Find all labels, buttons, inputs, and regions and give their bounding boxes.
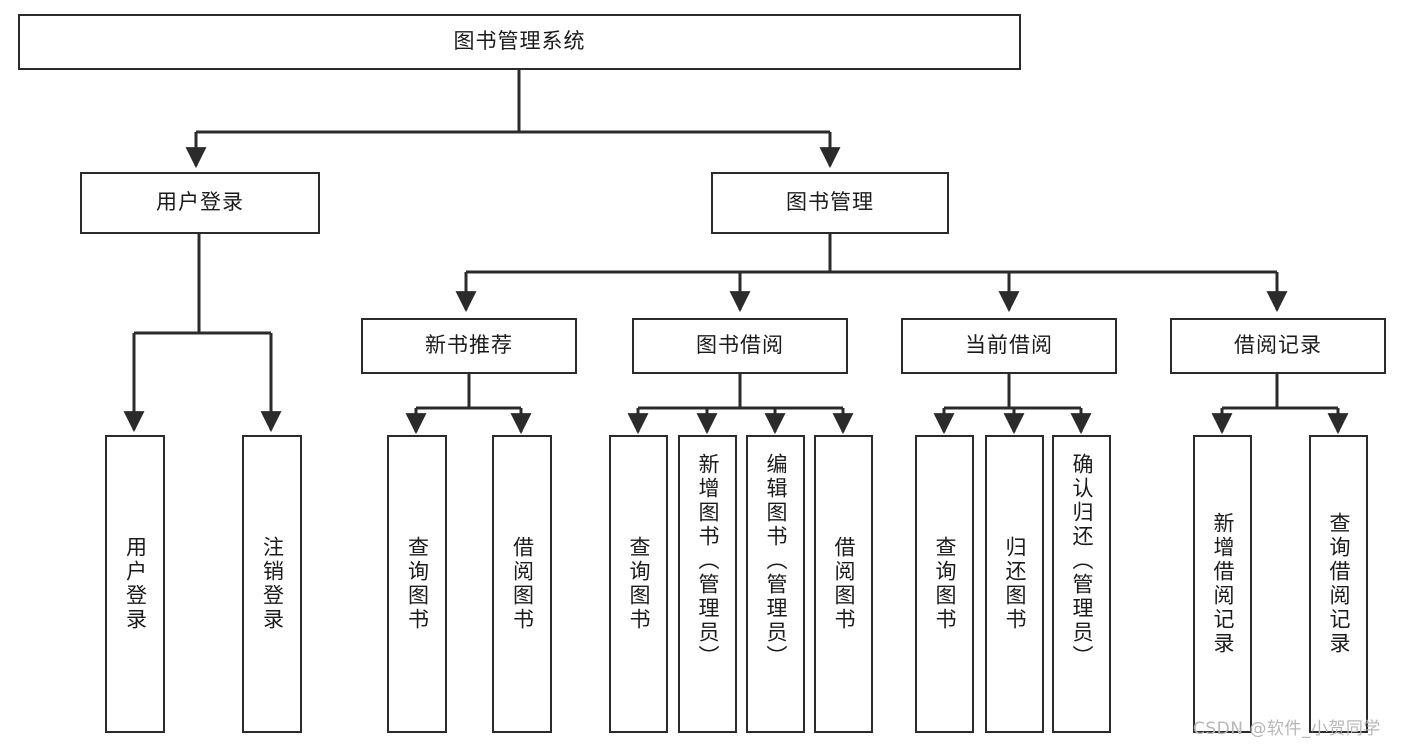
node-leaf-logout-login-label: 注销登录 bbox=[260, 536, 285, 632]
node-leaf-query-book-1[interactable]: 查询图书 bbox=[387, 435, 447, 733]
node-book-borrow-label: 图书借阅 bbox=[696, 333, 784, 358]
node-leaf-add-record[interactable]: 新增借阅记录 bbox=[1193, 435, 1252, 733]
node-leaf-edit-book[interactable]: 编辑图书（管理员） bbox=[746, 435, 805, 733]
node-borrow-record-label: 借阅记录 bbox=[1234, 333, 1322, 358]
watermark-text: CSDN @软件_小贺同学 bbox=[1193, 719, 1381, 739]
node-leaf-confirm-return-label: 确认归还（管理员） bbox=[1070, 453, 1094, 669]
node-leaf-query-record-label: 查询借阅记录 bbox=[1327, 512, 1351, 656]
node-leaf-return-book[interactable]: 归还图书 bbox=[985, 435, 1044, 733]
node-borrow-record[interactable]: 借阅记录 bbox=[1170, 318, 1386, 374]
node-root[interactable]: 图书管理系统 bbox=[18, 14, 1021, 70]
node-book-management-label: 图书管理 bbox=[786, 190, 874, 215]
node-leaf-confirm-return[interactable]: 确认归还（管理员） bbox=[1052, 435, 1111, 733]
node-leaf-add-record-label: 新增借阅记录 bbox=[1211, 512, 1235, 656]
node-leaf-edit-book-label: 编辑图书（管理员） bbox=[764, 453, 788, 669]
node-leaf-query-book-2-label: 查询图书 bbox=[627, 536, 651, 632]
node-leaf-borrow-book-1-label: 借阅图书 bbox=[510, 536, 535, 632]
node-leaf-query-record[interactable]: 查询借阅记录 bbox=[1309, 435, 1368, 733]
node-leaf-add-book-label: 新增图书（管理员） bbox=[696, 453, 720, 669]
node-book-borrow[interactable]: 图书借阅 bbox=[632, 318, 848, 374]
node-leaf-borrow-book-2[interactable]: 借阅图书 bbox=[814, 435, 873, 733]
node-leaf-borrow-book-1[interactable]: 借阅图书 bbox=[492, 435, 552, 733]
node-leaf-logout-login[interactable]: 注销登录 bbox=[242, 435, 302, 733]
node-root-label: 图书管理系统 bbox=[453, 29, 586, 54]
node-leaf-return-book-label: 归还图书 bbox=[1003, 536, 1027, 632]
node-new-book-recommend[interactable]: 新书推荐 bbox=[361, 318, 577, 374]
node-current-borrow[interactable]: 当前借阅 bbox=[901, 318, 1117, 374]
node-leaf-query-book-2[interactable]: 查询图书 bbox=[609, 435, 668, 733]
node-leaf-query-book-1-label: 查询图书 bbox=[405, 536, 430, 632]
node-leaf-add-book[interactable]: 新增图书（管理员） bbox=[678, 435, 737, 733]
node-leaf-user-login[interactable]: 用户登录 bbox=[105, 435, 165, 733]
node-user-login[interactable]: 用户登录 bbox=[80, 172, 320, 234]
node-leaf-borrow-book-2-label: 借阅图书 bbox=[832, 536, 856, 632]
node-user-login-label: 用户登录 bbox=[156, 190, 244, 215]
node-leaf-query-book-3[interactable]: 查询图书 bbox=[915, 435, 974, 733]
node-leaf-user-login-label: 用户登录 bbox=[123, 536, 148, 632]
node-new-book-recommend-label: 新书推荐 bbox=[425, 333, 513, 358]
node-book-management[interactable]: 图书管理 bbox=[711, 172, 949, 234]
node-leaf-query-book-3-label: 查询图书 bbox=[933, 536, 957, 632]
node-current-borrow-label: 当前借阅 bbox=[965, 333, 1053, 358]
